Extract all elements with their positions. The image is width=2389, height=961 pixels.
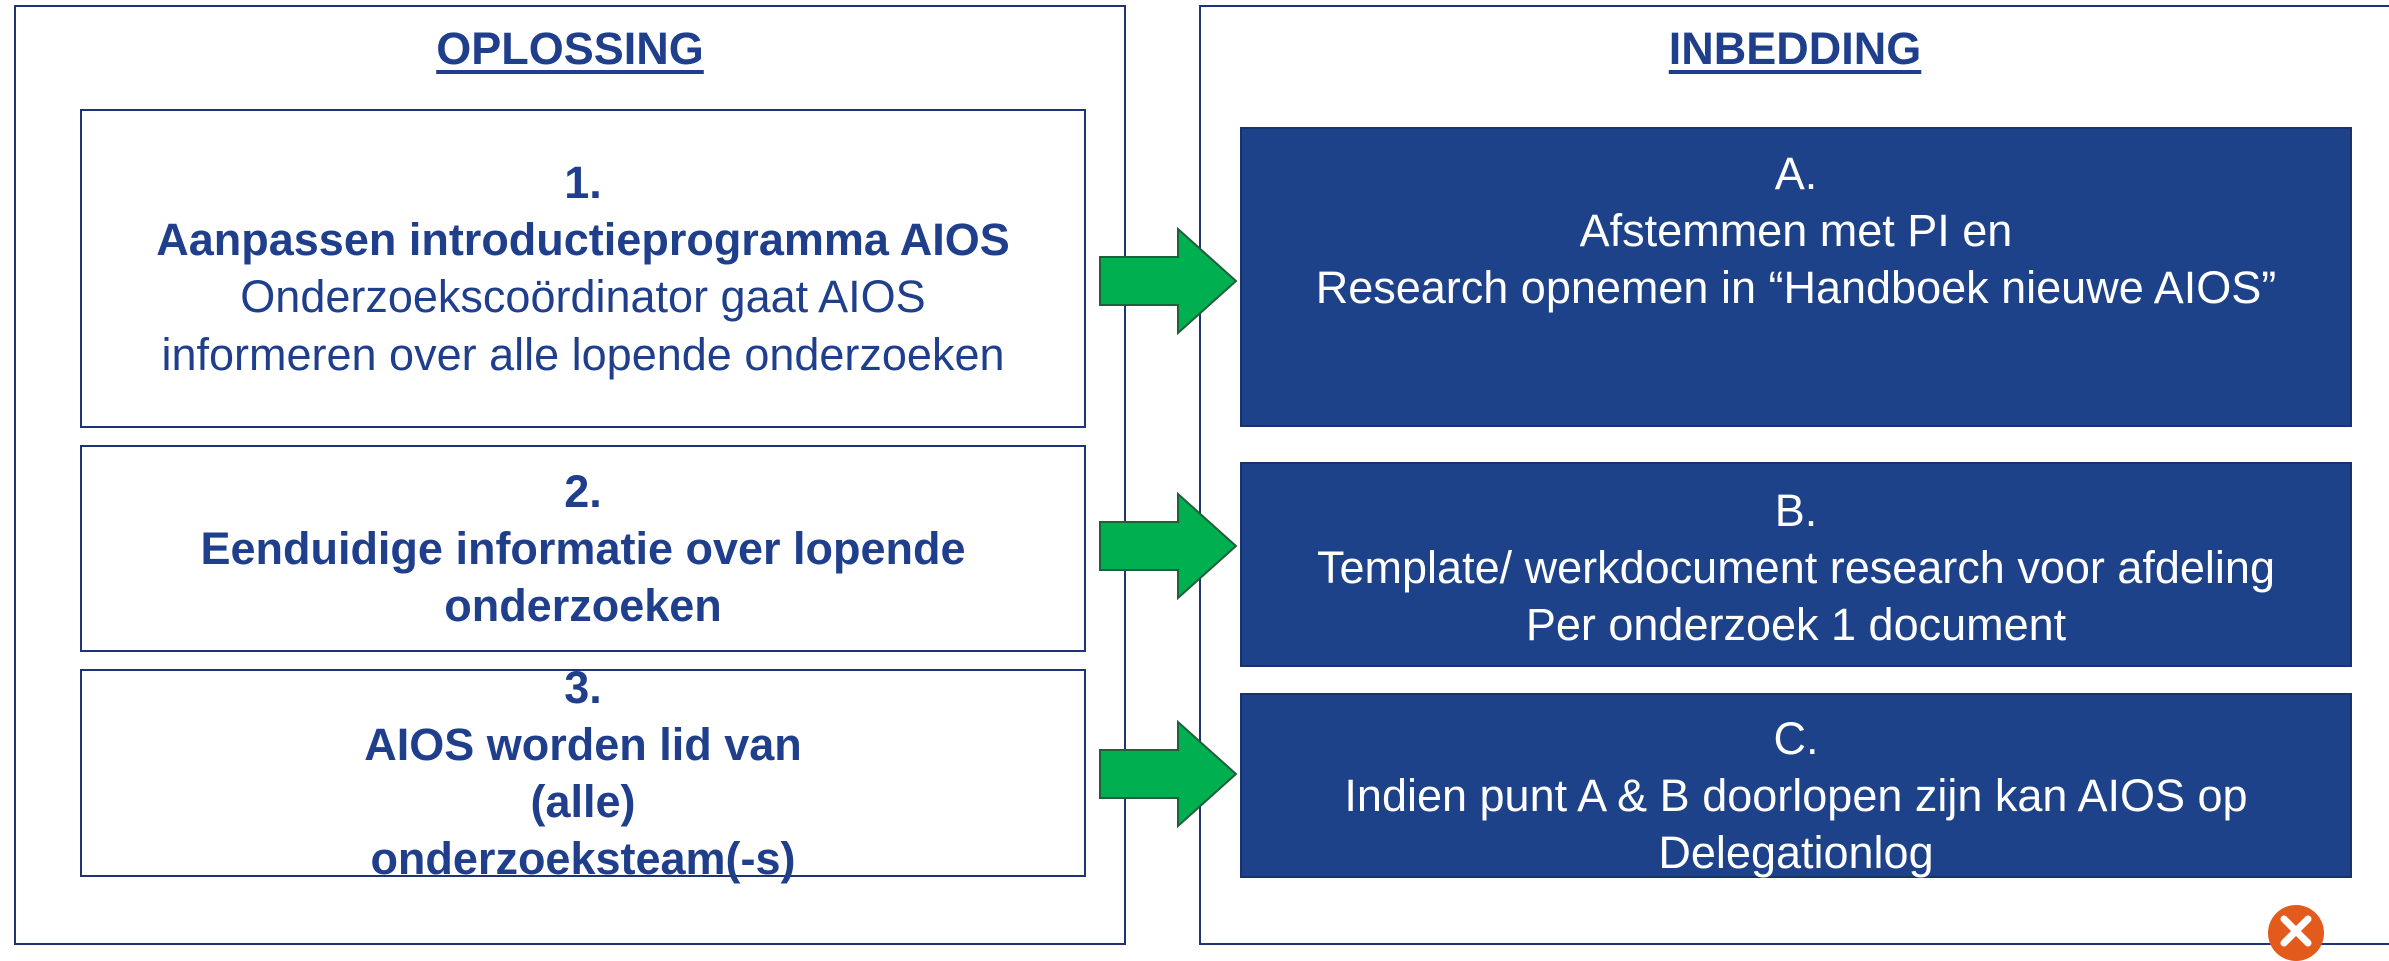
embedding-letter: C. [1773, 713, 1819, 764]
embedding-box-c: C. Indien punt A & B doorlopen zijn kan … [1240, 693, 2352, 878]
embedding-letter: B. [1774, 485, 1818, 536]
embedding-box-a: A. Afstemmen met PI en Research opnemen … [1240, 127, 2352, 427]
embedding-line: Per onderzoek 1 document [1525, 599, 2067, 650]
embedding-line: Research opnemen in “Handboek nieuwe AIO… [1315, 262, 2277, 313]
close-icon[interactable] [2268, 905, 2324, 961]
solution-title: AIOS worden lid van (alle) onderzoekstea… [364, 719, 802, 884]
solution-description: Onderzoekscoördinator gaat AIOS informer… [161, 270, 1005, 380]
arrow-right-icon [1099, 720, 1238, 828]
solution-number: 2. [564, 466, 602, 517]
solution-box-2: 2. Eenduidige informatie over lopende on… [80, 445, 1086, 652]
solution-title: Eenduidige informatie over lopende onder… [200, 523, 966, 631]
arrow-right-icon [1099, 492, 1238, 600]
embedding-box-b: B. Template/ werkdocument research voor … [1240, 462, 2352, 667]
embedding-line: Indien punt A & B doorlopen zijn kan AIO… [1344, 770, 2248, 821]
arrow-right-icon [1099, 227, 1238, 335]
solution-number: 3. [564, 662, 602, 713]
embedding-line: Afstemmen met PI en [1579, 205, 2013, 256]
inbedding-heading: INBEDDING [1668, 23, 1922, 74]
solution-box-3: 3. AIOS worden lid van (alle) onderzoeks… [80, 662, 1086, 884]
solution-box-1: 1. Aanpassen introductieprogramma AIOS O… [80, 109, 1086, 428]
solution-title: Aanpassen introductieprogramma AIOS [156, 213, 1010, 265]
embedding-line: Delegationlog [1658, 827, 1934, 878]
oplossing-heading: OPLOSSING [436, 23, 704, 74]
embedding-line: Template/ werkdocument research voor afd… [1317, 542, 2275, 593]
solution-number: 1. [564, 156, 602, 208]
embedding-letter: A. [1774, 148, 1818, 199]
